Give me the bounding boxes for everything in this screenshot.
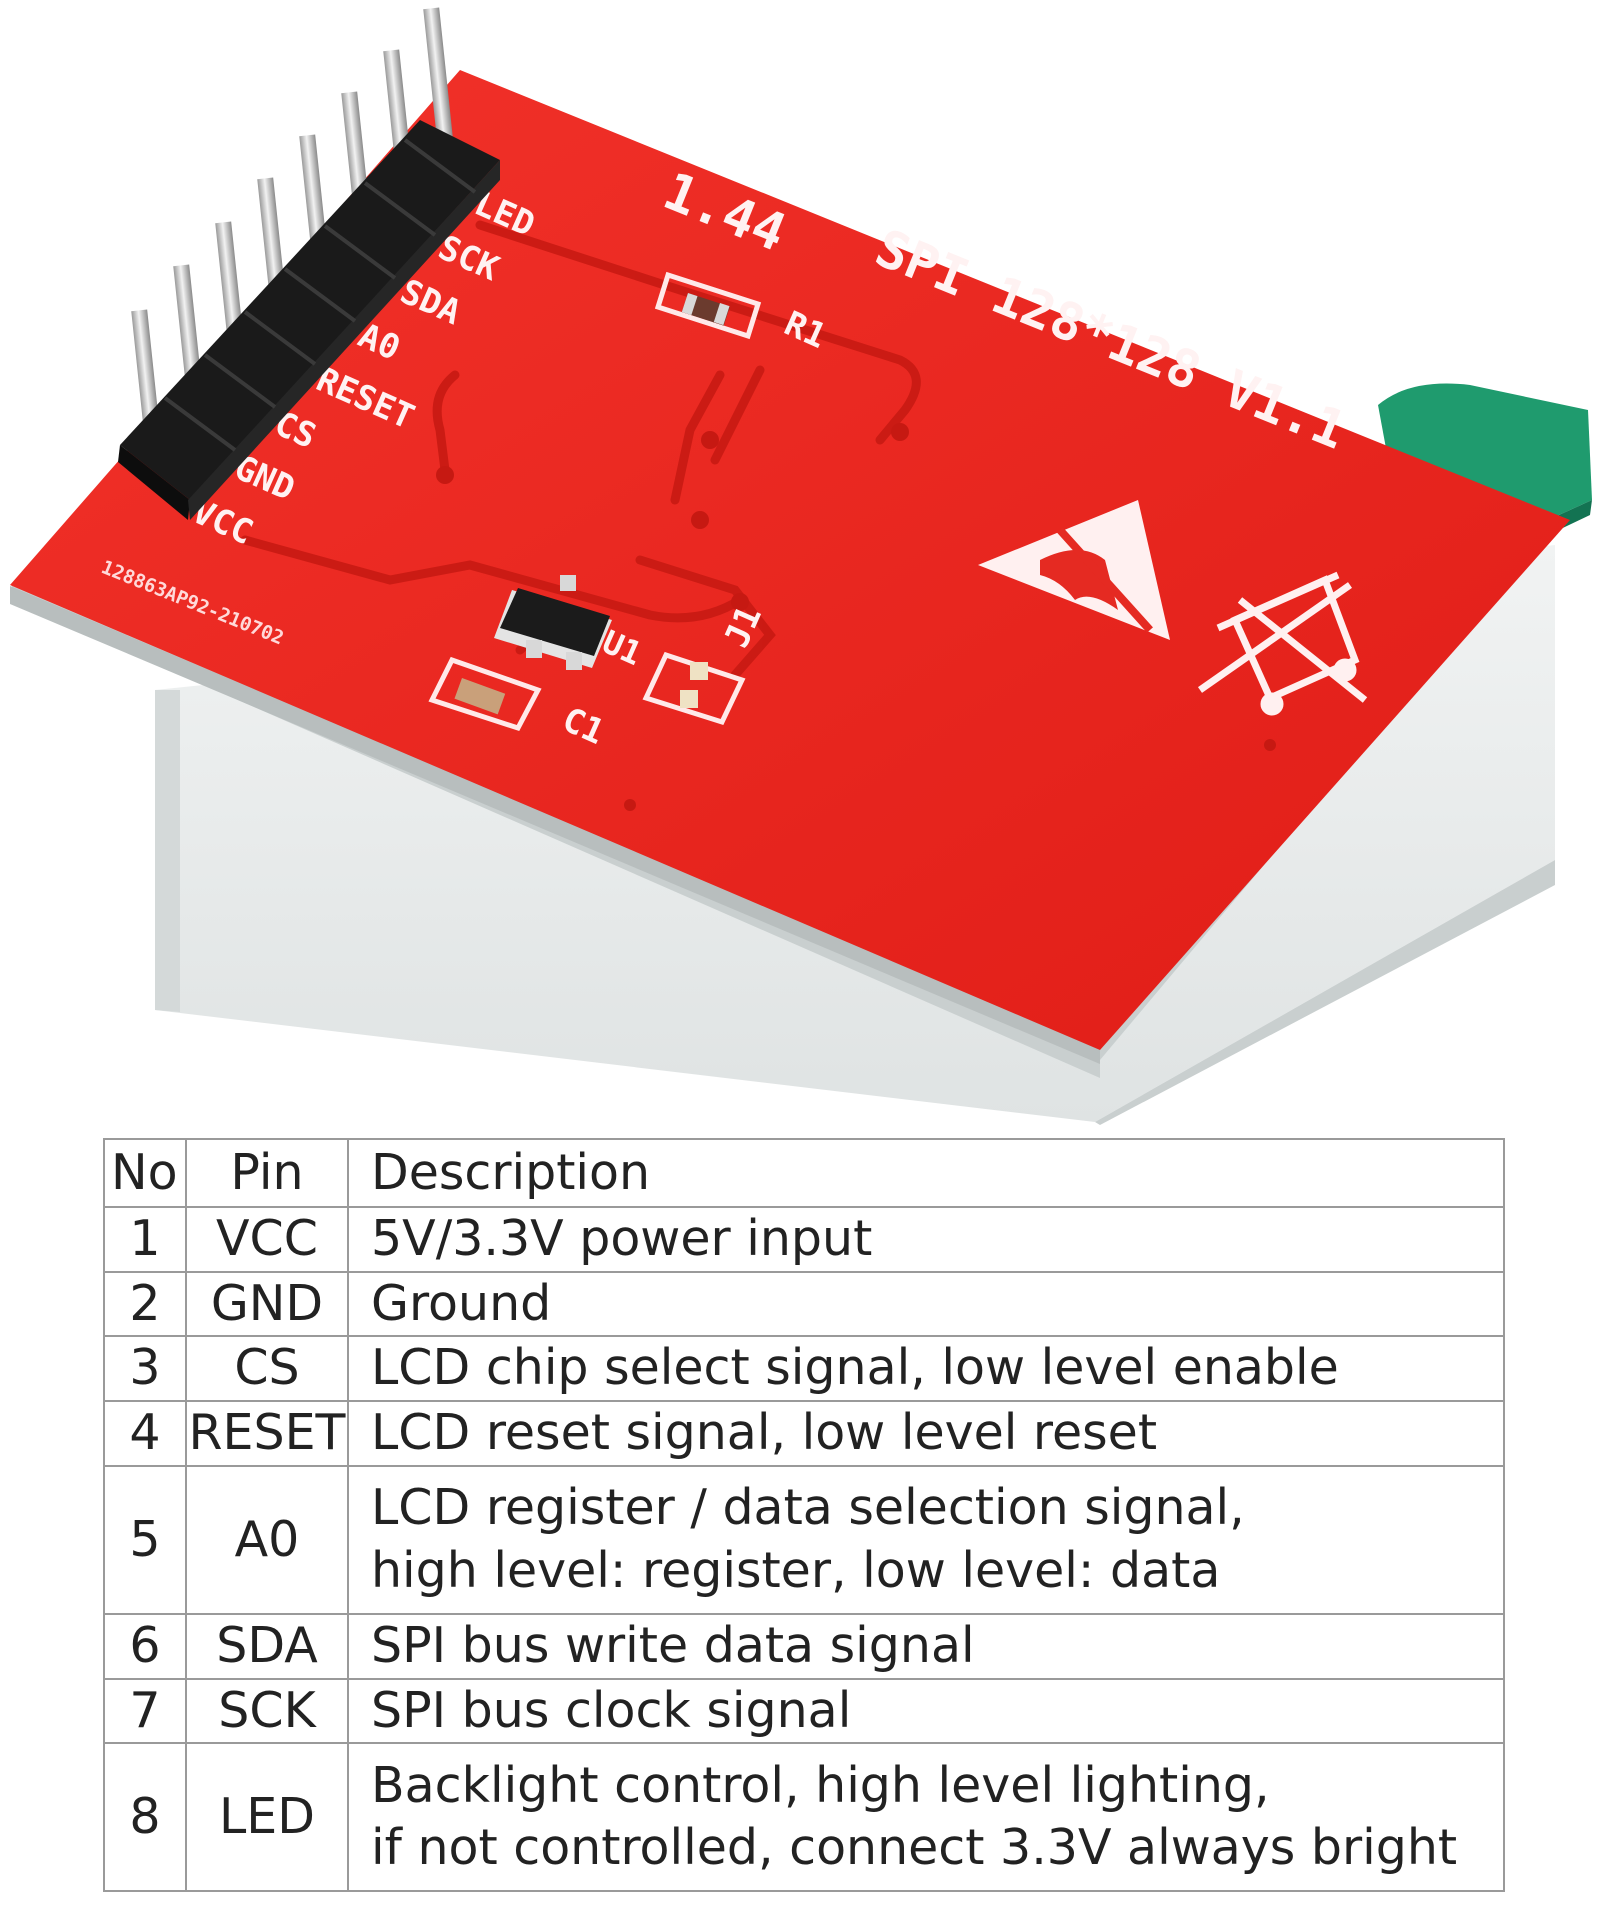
cell-no: 1: [103, 1206, 187, 1273]
cell-description: Ground: [347, 1270, 1505, 1338]
cell-description: SPI bus write data signal: [347, 1612, 1505, 1680]
cell-description: LCD reset signal, low level reset: [347, 1400, 1505, 1467]
pin-table: No Pin Description 1 VCC 5V/3.3V power i…: [103, 1138, 1505, 1893]
cell-no: 3: [103, 1335, 187, 1403]
column-header-description: Description: [347, 1138, 1505, 1208]
cell-description: Backlight control, high level lighting, …: [347, 1742, 1505, 1893]
cell-no: 2: [103, 1270, 187, 1338]
table-row: 1 VCC 5V/3.3V power input: [103, 1206, 1505, 1273]
description-line: 5V/3.3V power input: [371, 1210, 873, 1267]
description-line: LCD reset signal, low level reset: [371, 1404, 1158, 1462]
table-row: 6 SDA SPI bus write data signal: [103, 1612, 1505, 1680]
table-row: 8 LED Backlight control, high level ligh…: [103, 1742, 1505, 1893]
cell-description: SPI bus clock signal: [347, 1677, 1505, 1745]
cell-description: LCD register / data selection signal, hi…: [347, 1464, 1505, 1615]
table-row: 2 GND Ground: [103, 1270, 1505, 1338]
cell-description: 5V/3.3V power input: [347, 1206, 1505, 1273]
description-line: SPI bus clock signal: [371, 1681, 852, 1739]
description-line: SPI bus write data signal: [371, 1616, 975, 1674]
cell-no: 8: [103, 1742, 187, 1893]
column-header-pin: Pin: [185, 1138, 349, 1208]
cell-no: 4: [103, 1400, 187, 1467]
weee-crossed-bin-icon: [1197, 571, 1368, 716]
cell-no: 5: [103, 1464, 187, 1615]
table-row: 5 A0 LCD register / data selection signa…: [103, 1464, 1505, 1615]
esd-warning-icon: [978, 500, 1170, 640]
cell-no: 6: [103, 1612, 187, 1680]
cell-pin: LED: [185, 1742, 349, 1893]
table-header-row: No Pin Description: [103, 1138, 1505, 1208]
cell-pin: SCK: [185, 1677, 349, 1745]
pcb-board: [10, 70, 1570, 1050]
pin-header: [118, 7, 500, 520]
cell-pin: GND: [185, 1270, 349, 1338]
lcd-module-illustration: 1.44 SPI 128*128 V1.1 LED SCK SDA A0 RES…: [10, 7, 1592, 1125]
flex-cable: [1378, 383, 1592, 520]
cell-description: LCD chip select signal, low level enable: [347, 1335, 1505, 1403]
cell-pin: VCC: [185, 1206, 349, 1273]
description-line: if not controlled, connect 3.3V always b…: [371, 1819, 1458, 1877]
table-row: 4 RESET LCD reset signal, low level rese…: [103, 1400, 1505, 1467]
cell-no: 7: [103, 1677, 187, 1745]
description-line: LCD register / data selection signal,: [371, 1479, 1245, 1537]
table-row: 3 CS LCD chip select signal, low level e…: [103, 1335, 1505, 1403]
pcb-vias: [436, 423, 1276, 811]
description-line: Ground: [371, 1274, 552, 1332]
description-line: Backlight control, high level lighting,: [371, 1756, 1270, 1814]
cell-pin: CS: [185, 1335, 349, 1403]
cell-pin: RESET: [185, 1400, 349, 1467]
column-header-no: No: [103, 1138, 187, 1208]
description-line: high level: register, low level: data: [371, 1541, 1221, 1599]
table-row: 7 SCK SPI bus clock signal: [103, 1677, 1505, 1745]
cell-pin: A0: [185, 1464, 349, 1615]
description-line: LCD chip select signal, low level enable: [371, 1339, 1339, 1397]
product-photo: 1.44 SPI 128*128 V1.1 LED SCK SDA A0 RES…: [10, 7, 1592, 1125]
cell-pin: SDA: [185, 1612, 349, 1680]
